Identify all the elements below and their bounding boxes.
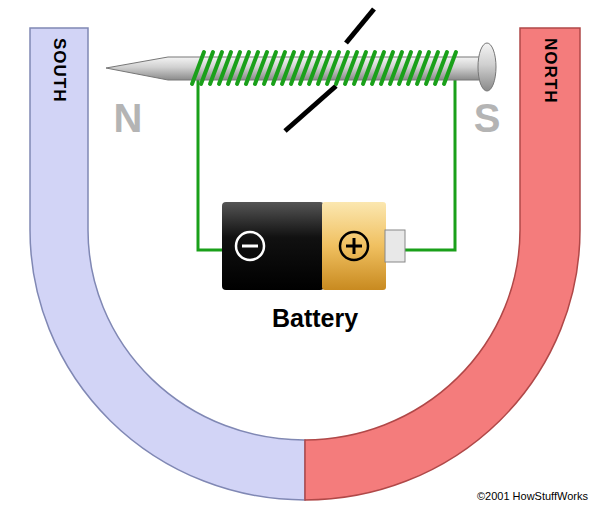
coil-winding — [444, 52, 456, 84]
battery-positive-body — [322, 202, 386, 290]
minus-symbol — [236, 232, 264, 260]
plus-symbol — [353, 238, 356, 254]
magnet-north-arm: NORTH — [524, 32, 576, 182]
battery-terminal — [385, 230, 405, 262]
battery: Battery — [210, 200, 420, 340]
magnet-north-half — [305, 28, 580, 500]
pole-letter: S — [474, 96, 501, 141]
plus-symbol — [340, 232, 368, 260]
magnet-south-arm: SOUTH — [34, 32, 84, 182]
battery-negative-body — [222, 202, 324, 290]
battery-label: Battery — [272, 304, 358, 333]
coil-windings — [192, 52, 456, 84]
nail-head — [478, 43, 496, 91]
wire — [198, 76, 224, 250]
wire — [404, 76, 455, 250]
minus-symbol — [242, 245, 258, 248]
pole-label: NORTH — [540, 38, 560, 103]
axis-line — [285, 86, 336, 131]
pole-label: SOUTH — [49, 38, 69, 103]
pole-letter: N — [114, 96, 143, 141]
axis-line — [346, 9, 374, 43]
copyright-note: ©2001 HowStuffWorks — [477, 490, 588, 502]
